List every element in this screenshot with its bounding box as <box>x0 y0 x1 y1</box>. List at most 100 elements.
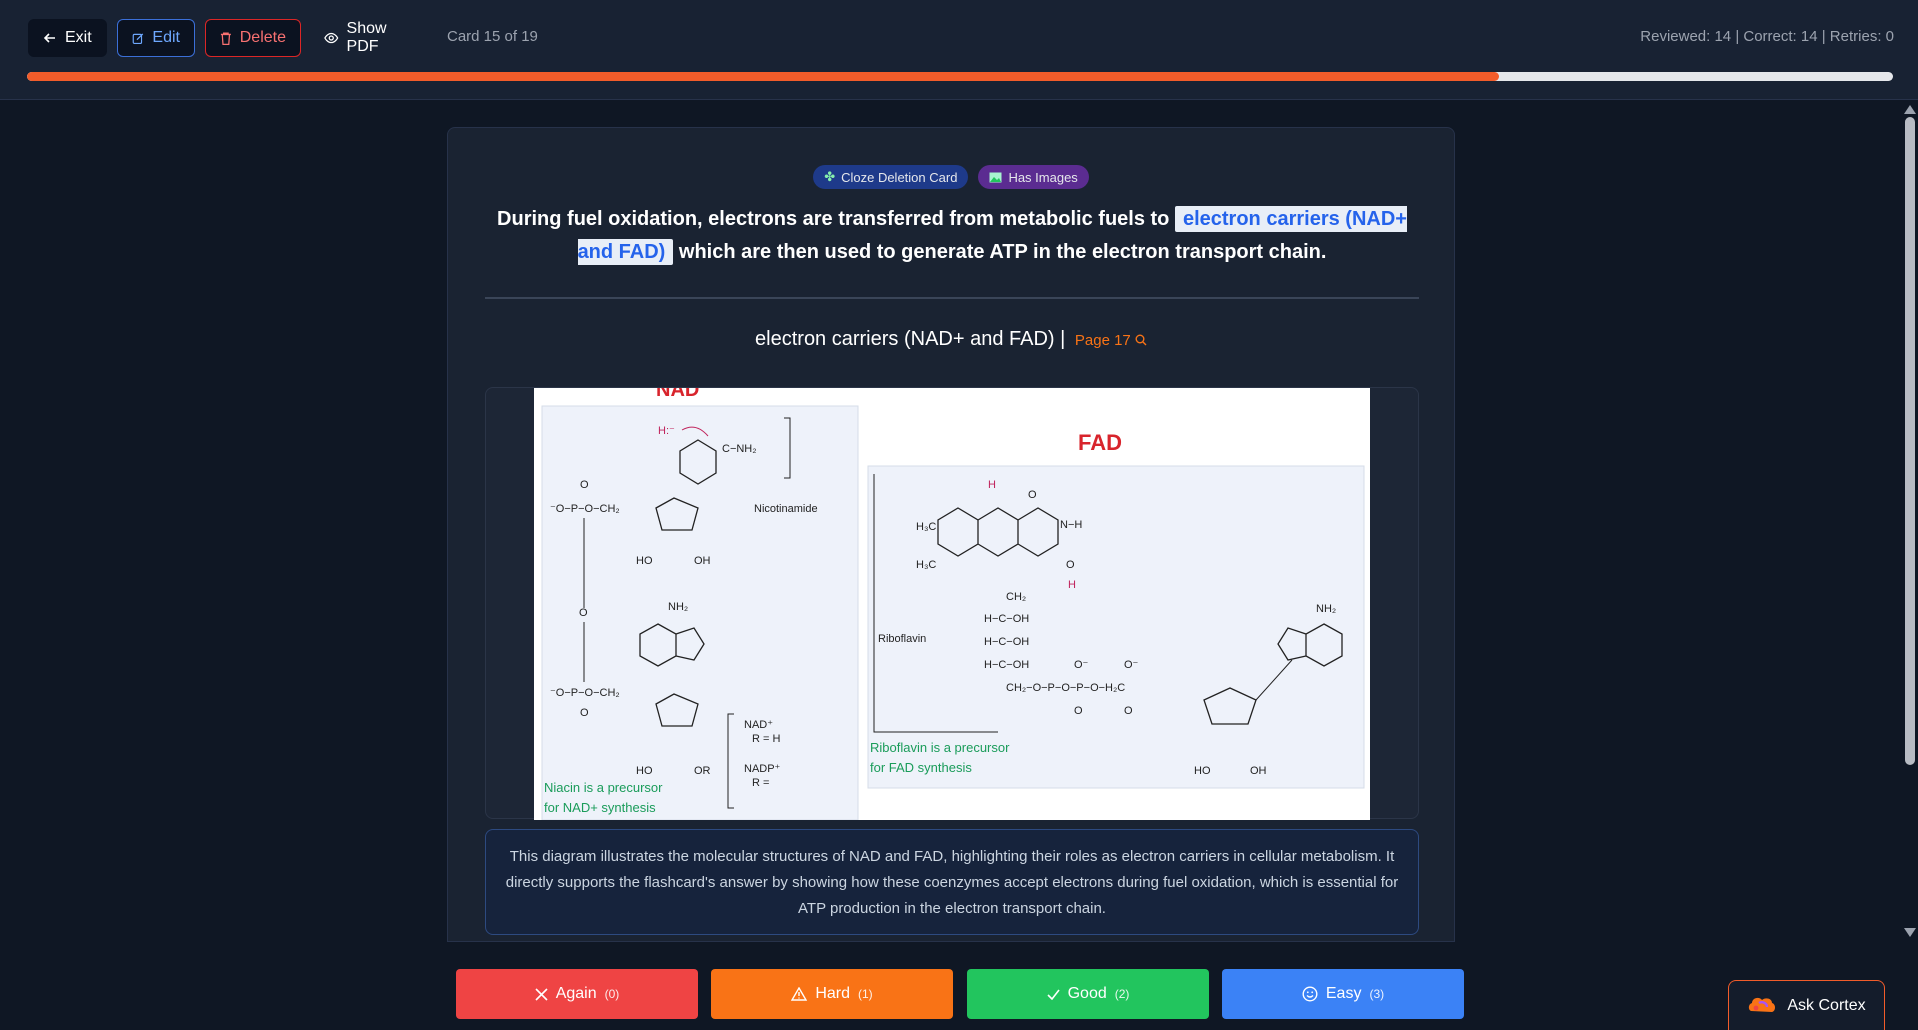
scrollbar[interactable] <box>1903 101 1918 941</box>
hard-count: (1) <box>858 987 873 1001</box>
answer-divider <box>485 297 1419 299</box>
x-icon <box>535 987 548 1001</box>
review-stats: Reviewed: 14 | Correct: 14 | Retries: 0 <box>1640 28 1894 45</box>
niacin-note-1: Niacin is a precursor <box>544 780 663 795</box>
images-tag-label: Has Images <box>1008 169 1078 185</box>
niacin-note-2: for NAD+ synthesis <box>544 800 656 815</box>
check-icon <box>1047 989 1060 1000</box>
svg-text:⁻O−P−O−CH₂: ⁻O−P−O−CH₂ <box>550 503 620 515</box>
exit-label: Exit <box>65 29 92 46</box>
again-button[interactable]: Again (0) <box>456 969 698 1019</box>
nadp-r-value: R = <box>752 777 769 789</box>
images-tag: Has Images <box>978 165 1089 189</box>
cloze-question: During fuel oxidation, electrons are tra… <box>488 203 1416 269</box>
again-label: Again <box>555 985 597 1002</box>
exit-button[interactable]: Exit <box>28 19 107 57</box>
svg-text:O: O <box>1074 705 1083 717</box>
cortex-logo-icon <box>1749 997 1776 1012</box>
edit-label: Edit <box>152 29 180 46</box>
svg-text:O⁻: O⁻ <box>1124 659 1139 671</box>
nad-fad-diagram: NAD H:⁻ C−NH₂ Nicotinamide HO OH ⁻O−P−O−… <box>534 388 1370 820</box>
edit-button[interactable]: Edit <box>117 19 195 57</box>
svg-text:O: O <box>1028 489 1037 501</box>
svg-text:NH₂: NH₂ <box>668 601 688 613</box>
easy-button[interactable]: Easy (3) <box>1222 969 1464 1019</box>
cloze-tag-label: Cloze Deletion Card <box>841 169 958 185</box>
picture-icon <box>989 172 1002 182</box>
svg-text:HO: HO <box>636 765 653 777</box>
answer-line: electron carriers (NAD+ and FAD) | Page … <box>448 328 1454 351</box>
riboflavin-note-2: for FAD synthesis <box>870 760 972 775</box>
ask-cortex-label: Ask Cortex <box>1787 996 1866 1014</box>
svg-text:H−C−OH: H−C−OH <box>984 636 1029 648</box>
review-header: Exit Edit Delete Show PDF Card 15 of 19 … <box>0 0 1918 100</box>
card-tags: ✤ Cloze Deletion Card Has Images <box>448 165 1454 189</box>
good-button[interactable]: Good (2) <box>967 969 1209 1019</box>
hard-button[interactable]: Hard (1) <box>711 969 953 1019</box>
good-label: Good <box>1067 985 1107 1002</box>
svg-text:O: O <box>1124 705 1133 717</box>
delete-button[interactable]: Delete <box>205 19 301 57</box>
ask-cortex-button[interactable]: Ask Cortex <box>1728 980 1885 1030</box>
nadp-r-label: NADP⁺ <box>744 763 781 775</box>
hard-label: Hard <box>815 985 850 1002</box>
riboflavin-label: Riboflavin <box>878 633 926 645</box>
trash-icon <box>220 31 231 45</box>
nad-r-value: R = H <box>752 733 780 745</box>
easy-count: (3) <box>1369 987 1385 1001</box>
svg-text:H: H <box>1068 579 1076 591</box>
easy-label: Easy <box>1325 985 1362 1002</box>
question-text-after: which are then used to generate ATP in t… <box>673 241 1327 263</box>
svg-text:O⁻: O⁻ <box>1074 659 1089 671</box>
svg-text:H₃C: H₃C <box>916 559 936 571</box>
delete-label: Delete <box>239 29 286 46</box>
svg-text:NH₂: NH₂ <box>1316 603 1336 615</box>
nicotinamide-label: Nicotinamide <box>754 503 818 515</box>
svg-text:H₃C: H₃C <box>916 521 936 533</box>
card-counter: Card 15 of 19 <box>447 28 538 45</box>
svg-text:CH₂: CH₂ <box>1006 591 1026 603</box>
svg-text:H:⁻: H:⁻ <box>658 425 675 437</box>
show-pdf-label: Show PDF <box>346 20 387 55</box>
svg-text:H−C−OH: H−C−OH <box>984 659 1029 671</box>
scroll-up-arrow-icon[interactable] <box>1904 105 1916 114</box>
show-pdf-button[interactable]: Show PDF <box>310 19 430 57</box>
svg-text:C−NH₂: C−NH₂ <box>722 443 757 455</box>
arrow-left-icon <box>43 33 55 43</box>
riboflavin-note-1: Riboflavin is a precursor <box>870 740 1010 755</box>
scroll-thumb[interactable] <box>1905 117 1915 765</box>
question-text-before: During fuel oxidation, electrons are tra… <box>497 208 1175 230</box>
svg-text:HO: HO <box>636 555 653 567</box>
warning-icon <box>791 987 808 1001</box>
svg-text:⁻O−P−O−CH₂: ⁻O−P−O−CH₂ <box>550 687 620 699</box>
progress-bar <box>27 72 1893 81</box>
good-count: (2) <box>1114 987 1130 1001</box>
puzzle-icon: ✤ <box>824 169 836 184</box>
edit-icon <box>132 33 144 44</box>
svg-text:O: O <box>1066 559 1075 571</box>
nad-r-label: NAD⁺ <box>744 719 773 731</box>
svg-text:OH: OH <box>1250 765 1267 777</box>
flashcard: ✤ Cloze Deletion Card Has Images During … <box>447 127 1455 942</box>
nad-title: NAD <box>656 388 699 401</box>
svg-text:HO: HO <box>1194 765 1211 777</box>
answer-text: electron carriers (NAD+ and FAD) | <box>755 328 1066 350</box>
cloze-tag: ✤ Cloze Deletion Card <box>813 165 969 189</box>
svg-text:H: H <box>988 479 996 491</box>
scroll-down-arrow-icon[interactable] <box>1904 928 1916 937</box>
svg-text:H−C−OH: H−C−OH <box>984 613 1029 625</box>
search-icon <box>1135 334 1147 346</box>
again-count: (0) <box>604 987 620 1001</box>
page-link[interactable]: Page 17 <box>1075 332 1147 349</box>
svg-text:O: O <box>579 607 588 619</box>
svg-text:N−H: N−H <box>1060 519 1082 531</box>
image-caption: This diagram illustrates the molecular s… <box>485 829 1419 935</box>
svg-text:O: O <box>580 707 589 719</box>
progress-fill <box>27 72 1500 81</box>
eye-icon <box>324 32 339 44</box>
smile-icon <box>1302 986 1318 1002</box>
image-frame: NAD H:⁻ C−NH₂ Nicotinamide HO OH ⁻O−P−O−… <box>485 387 1419 820</box>
svg-text:CH₂−O−P−O−P−O−H₂C: CH₂−O−P−O−P−O−H₂C <box>1006 682 1125 694</box>
fad-title: FAD <box>1078 430 1122 455</box>
svg-text:OR: OR <box>694 765 711 777</box>
